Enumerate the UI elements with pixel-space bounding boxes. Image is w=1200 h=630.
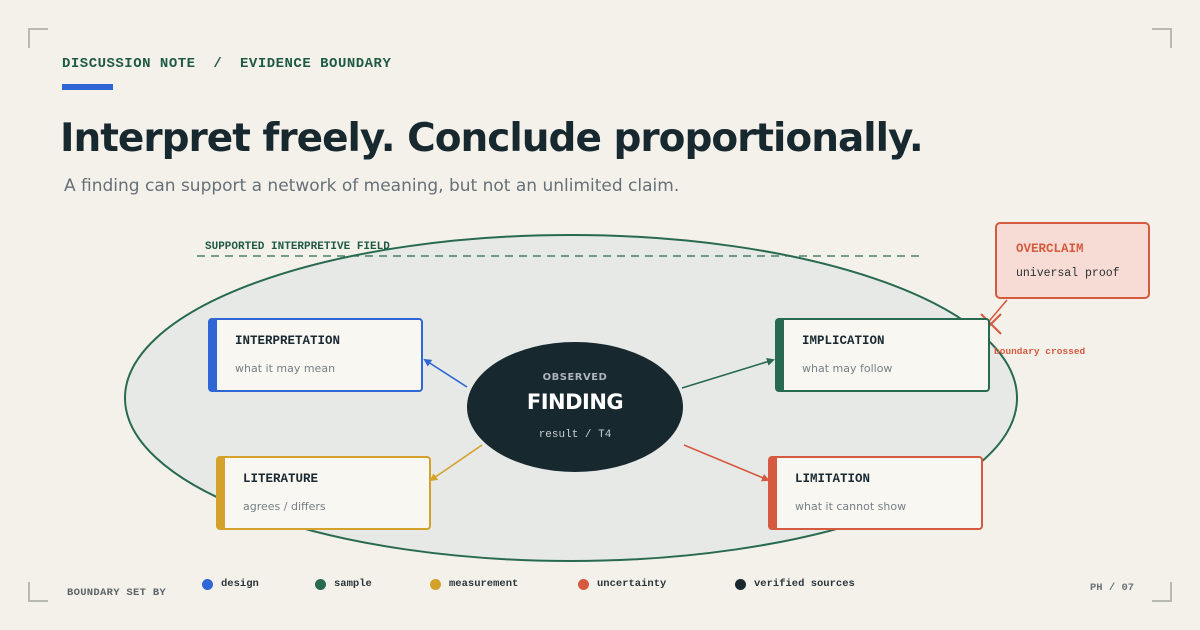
legend-label-verified-sources: verified sources	[754, 578, 855, 590]
overclaim-box: OVERCLAIM universal proof	[995, 222, 1150, 299]
overclaim-title: OVERCLAIM	[1016, 242, 1084, 256]
node-implication-sub: what may follow	[802, 362, 893, 375]
overclaim-sub: universal proof	[1016, 267, 1120, 280]
page-number: PH / 07	[1090, 582, 1135, 594]
finding-kicker: OBSERVED	[542, 372, 608, 383]
page-subtitle: A finding can support a network of meani…	[64, 176, 680, 196]
legend-label-measurement: measurement	[449, 578, 519, 590]
connector-limitation	[683, 444, 770, 482]
legend-item-measurement: measurement	[430, 578, 518, 590]
corner-mark-bottom-right	[1152, 582, 1172, 602]
node-literature: LITERATURE agrees / differs	[216, 456, 431, 530]
finding-title: FINDING	[526, 390, 624, 414]
legend-dot-sample	[315, 578, 326, 590]
corner-mark-top-left	[28, 28, 48, 48]
node-literature-sub: agrees / differs	[243, 500, 326, 513]
node-limitation-sub: what it cannot show	[795, 500, 907, 513]
node-interpretation-sub: what it may mean	[235, 362, 336, 375]
legend-dot-measurement	[430, 578, 441, 590]
connector-interpretation	[423, 358, 468, 388]
corner-mark-bottom-left	[28, 582, 48, 602]
finding-node	[467, 342, 683, 472]
finding-subtitle: result / T4	[538, 429, 612, 441]
legend-item-uncertainty: uncertainty	[578, 578, 666, 590]
legend-item-design: design	[202, 578, 259, 590]
node-implication-title: IMPLICATION	[802, 334, 885, 348]
eyebrow-label: DISCUSSION NOTE / EVIDENCE BOUNDARY	[62, 56, 392, 72]
node-literature-title: LITERATURE	[243, 472, 319, 486]
node-interpretation-title: INTERPRETATION	[235, 334, 341, 348]
supported-field-label: SUPPORTED INTERPRETIVE FIELD	[205, 241, 390, 253]
legend-dot-uncertainty	[578, 578, 589, 590]
node-limitation-title: LIMITATION	[795, 472, 871, 486]
legend-item-sample: sample	[315, 578, 372, 590]
connector-implication	[681, 357, 775, 389]
legend-label-design: design	[221, 578, 259, 590]
eyebrow-accent-bar	[62, 84, 113, 90]
node-limitation: LIMITATION what it cannot show	[768, 456, 983, 530]
corner-mark-top-right	[1152, 28, 1172, 48]
legend-dot-design	[202, 578, 213, 590]
page-title: Interpret freely. Conclude proportionall…	[60, 116, 924, 161]
node-interpretation: INTERPRETATION what it may mean	[208, 318, 423, 392]
legend-label-sample: sample	[334, 578, 372, 590]
legend-item-verified-sources: verified sources	[735, 578, 855, 590]
legend-label-uncertainty: uncertainty	[597, 578, 667, 590]
boundary-crossed-label: boundary crossed	[994, 346, 1086, 357]
legend-dot-verified-sources	[735, 578, 746, 590]
node-implication: IMPLICATION what may follow	[775, 318, 990, 392]
connector-literature	[429, 444, 483, 482]
boundary-set-by-label: BOUNDARY SET BY	[67, 587, 167, 599]
